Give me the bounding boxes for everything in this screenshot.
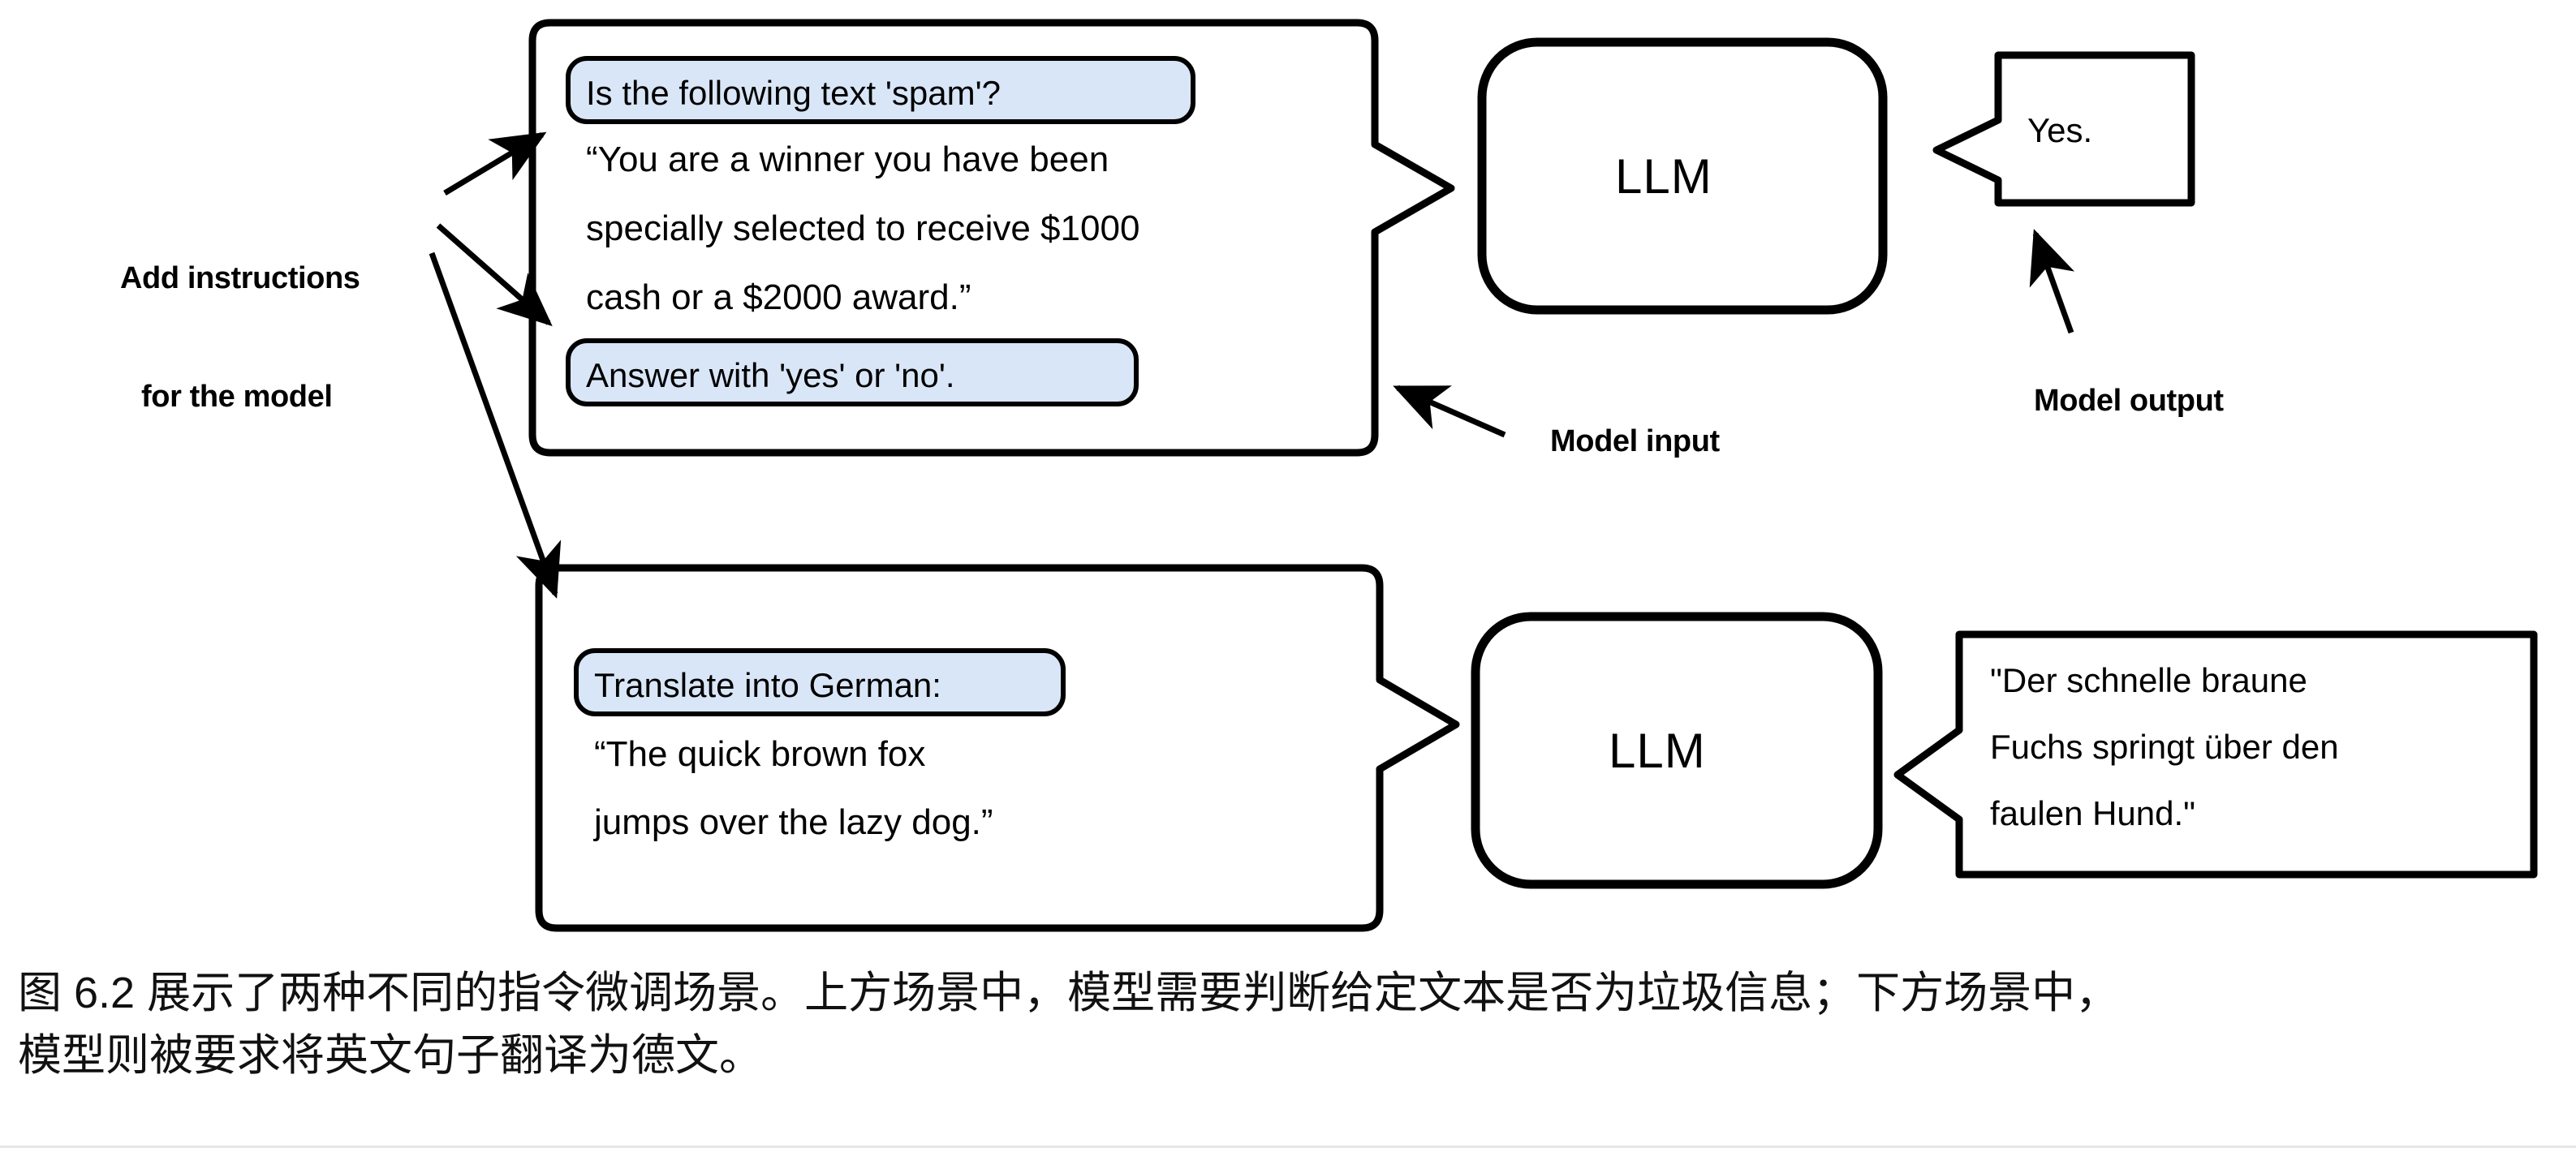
format-pill-text-top: Answer with 'yes' or 'no'. [586,356,955,394]
format-pill-top [566,338,1139,406]
instruction-pill-text-bottom: Translate into German: [594,666,941,704]
model-output-label: Model output [2034,384,2224,418]
model-output-bubble-bottom [1893,630,2538,879]
arrow-to-instruction-pill-bottom [429,251,562,599]
instruction-pill-text-top: Is the following text 'spam'? [586,74,1001,112]
llm-label-bottom: LLM [1609,724,1706,778]
input-body-line-top-3: cash or a $2000 award.” [586,277,971,317]
model-input-label: Model input [1550,424,1720,458]
diagram-shapes [429,19,2538,932]
arrow-model-output-callout [2029,229,2075,334]
input-body-line-bottom-1: “The quick brown fox [594,734,926,774]
model-output-bubble-top [1932,51,2195,207]
arrow-model-input-callout [1393,385,1506,438]
arrow-to-instruction-pill-top [443,131,547,196]
input-body-line-top-2: specially selected to receive $1000 [586,208,1140,248]
figure-caption: 图 6.2 展示了两种不同的指令微调场景。上方场景中，模型需要判断给定文本是否为… [0,962,2576,1086]
bottom-divider [0,1146,2576,1148]
add-instructions-line-1: Add instructions [120,261,360,296]
model-output-text-bottom-3: faulen Hund." [1990,794,2196,832]
figure-caption-line-1: 图 6.2 展示了两种不同的指令微调场景。上方场景中，模型需要判断给定文本是否为… [18,969,2120,1017]
add-instructions-label: Add instructions for the model [120,180,360,496]
input-body-line-bottom-2: jumps over the lazy dog.” [594,802,993,842]
arrow-to-format-pill-top [436,223,553,327]
llm-box-top [1477,37,1888,315]
model-output-text-top: Yes. [2027,111,2093,149]
add-instructions-line-2: for the model [141,380,333,415]
llm-label-top: LLM [1615,149,1712,204]
model-output-text-bottom-2: Fuchs springt über den [1990,728,2339,766]
model-output-text-bottom-1: "Der schnelle braune [1990,661,2307,699]
instruction-pill-top [566,56,1195,124]
llm-box-bottom [1471,612,1883,889]
figure-caption-line-2: 模型则被要求将英文句子翻译为德文。 [18,1030,763,1080]
instruction-finetuning-diagram: Add instructions for the model Is the fo… [120,19,2538,932]
instruction-pill-bottom [574,648,1066,716]
input-body-line-top-1: “You are a winner you have been [586,140,1109,179]
